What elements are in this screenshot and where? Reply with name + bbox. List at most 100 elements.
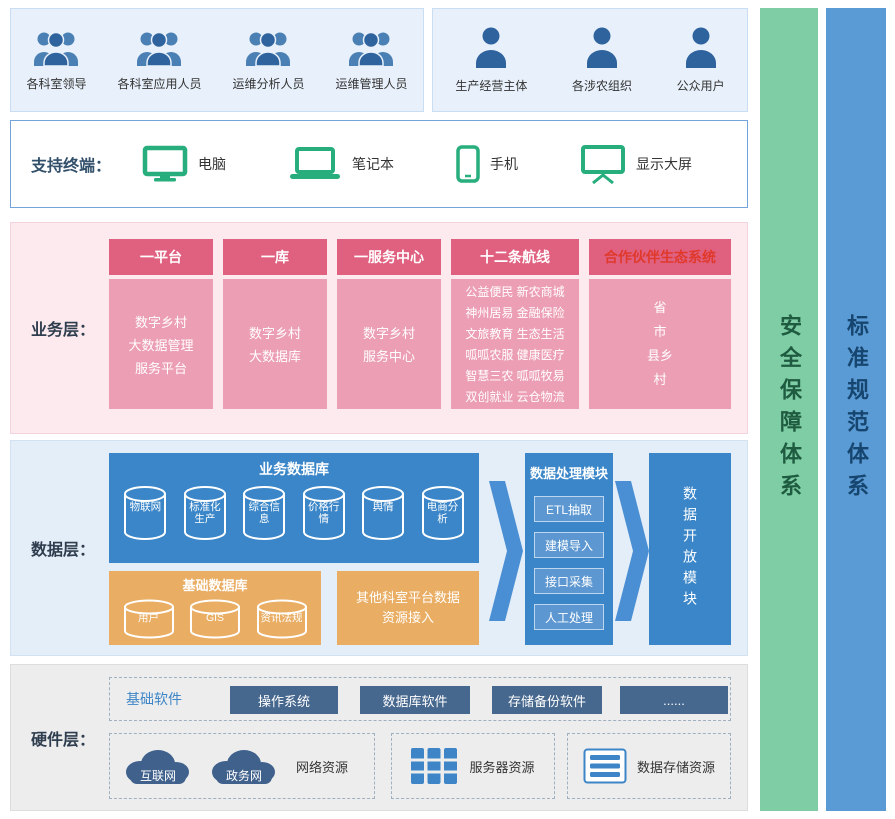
terminal-item: 手机	[456, 145, 518, 183]
cylinder-icon	[190, 599, 240, 639]
column-body: 数字乡村 大数据库	[223, 279, 327, 409]
standards-specification-bar: 标准规范体系	[826, 8, 886, 811]
cloud-internet: 互联网	[118, 743, 198, 789]
cloud-icon	[212, 750, 275, 784]
phone-icon	[456, 145, 480, 183]
cloud-government-network: 政务网	[204, 743, 284, 789]
terminal-label: 笔记本	[351, 156, 394, 172]
column-line: 服务平台	[134, 360, 187, 376]
security-assurance-label: 安全保障体系	[777, 313, 802, 506]
person-icon	[685, 27, 716, 68]
business-layer-panel: 业务层： 一平台 数字乡村 大数据管理 服务平台 一库 数字乡村 大数据库 一服…	[10, 222, 748, 434]
user-group: 运维分析人员	[232, 28, 305, 92]
database-cylinder: 电商分析	[420, 484, 466, 542]
people-group-icon	[137, 31, 182, 66]
data-open-module-label: 数据开放模块	[682, 486, 698, 612]
base-software-title: 基础软件	[126, 691, 182, 707]
processing-step: 接口采集	[534, 568, 604, 594]
business-column-service-center: 一服务中心 数字乡村 服务中心	[337, 239, 441, 409]
people-group-icon	[34, 31, 79, 66]
terminal-item: 笔记本	[288, 146, 394, 182]
user-group-label: 各科室领导	[26, 77, 87, 91]
data-processing-title: 数据处理模块	[529, 466, 608, 481]
terminals-list: 电脑 笔记本 手机 显示大屏	[111, 144, 747, 184]
arrow-right-icon	[489, 481, 523, 621]
hardware-layer-title: 硬件层：	[31, 731, 96, 749]
cylinder-row: 物联网 标准化生产 综合信息 价格行情 舆情	[109, 484, 479, 542]
cloud-label: 互联网	[139, 769, 176, 783]
business-database-title: 业务数据库	[259, 461, 329, 477]
business-layer-title: 业务层：	[31, 322, 96, 339]
storage-resources-group: 数据存储资源	[567, 733, 731, 799]
user-group: 各涉农组织	[572, 26, 632, 94]
column-line: 县乡	[646, 348, 673, 363]
cylinder-icon	[183, 486, 226, 540]
internal-users-panel: 各科室领导 各科室应用人员 运维分析人员 运维管理人员	[10, 8, 424, 112]
cylinder-label: 综合信息	[248, 501, 281, 525]
column-header: 一服务中心	[337, 239, 441, 275]
cylinder-label: 物联网	[129, 501, 162, 513]
network-resources-label: 网络资源	[296, 759, 349, 775]
large-display-icon	[580, 145, 625, 184]
other-data-access-box: 其他科室平台数据资源接入	[337, 571, 479, 645]
column-header: 合作伙伴生态系统	[589, 239, 731, 275]
column-line: 文旅教育 生态生活	[465, 326, 565, 341]
user-group-label: 运维分析人员	[232, 77, 305, 91]
cylinder-icon	[123, 599, 174, 639]
other-data-access-label: 其他科室平台数据资源接入	[355, 590, 460, 625]
user-group: 运维管理人员	[335, 28, 408, 92]
data-open-module: 数据开放模块	[649, 453, 731, 645]
terminal-label: 手机	[489, 156, 518, 172]
terminal-item: 电脑	[142, 145, 226, 183]
user-group-label: 运维管理人员	[335, 77, 408, 91]
desktop-monitor-icon	[142, 145, 188, 182]
user-group-label: 公众用户	[676, 79, 725, 93]
cylinder-icon	[362, 486, 405, 540]
cylinder-label: 电商分析	[426, 501, 459, 525]
software-box: 存储备份软件	[492, 686, 602, 714]
business-column-routes: 十二条航线 公益便民 新农商城 神州居易 金融保险 文旅教育 生态生活 呱呱农服…	[451, 239, 579, 409]
user-group-label: 生产经营主体	[455, 79, 528, 93]
basic-database-box: 基础数据库 用户 GIS 资讯法规	[109, 571, 321, 645]
arrow-right-icon	[615, 481, 649, 621]
processing-step: 建模导入	[534, 532, 604, 558]
cylinder-icon	[124, 486, 167, 540]
column-line: 服务中心	[362, 349, 415, 364]
cylinder-label: GIS	[205, 612, 225, 624]
cylinder-label: 资讯法规	[260, 612, 303, 624]
column-line: 数字乡村	[248, 326, 301, 341]
user-group-label: 各科室应用人员	[117, 77, 202, 91]
column-body: 数字乡村 服务中心	[337, 279, 441, 409]
data-layer-title: 数据层：	[31, 542, 96, 559]
processing-step: 人工处理	[534, 604, 604, 630]
user-group: 公众用户	[677, 26, 725, 94]
processing-step: ETL抽取	[534, 496, 604, 522]
base-software-group: 基础软件 操作系统 数据库软件 存储备份软件 ......	[109, 677, 731, 721]
column-line: 双创就业 云仓物流	[465, 389, 565, 404]
column-line: 数字乡村	[362, 326, 415, 341]
cylinder-label: 用户	[138, 612, 159, 624]
database-cylinder: GIS	[188, 599, 242, 645]
data-layer-panel: 数据层： 业务数据库 物联网 标准化生产 综合信息 价格行情	[10, 440, 748, 656]
column-line: 呱呱农服 健康医疗	[465, 347, 565, 362]
cylinder-icon	[421, 486, 464, 540]
database-cylinder: 物联网	[122, 484, 168, 542]
business-column-database: 一库 数字乡村 大数据库	[223, 239, 327, 409]
column-line: 村	[653, 372, 667, 387]
column-line: 省	[653, 300, 667, 315]
software-box: 数据库软件	[360, 686, 470, 714]
terminal-label: 显示大屏	[635, 156, 692, 172]
database-cylinder: 综合信息	[241, 484, 287, 542]
cylinder-icon	[256, 599, 307, 639]
column-line: 数字乡村	[134, 314, 187, 330]
network-resources-group: 互联网 政务网 网络资源	[109, 733, 375, 799]
laptop-icon	[289, 147, 340, 179]
external-users-panel: 生产经营主体 各涉农组织 公众用户	[432, 8, 748, 112]
terminals-title: 支持终端：	[31, 158, 112, 175]
user-group: 生产经营主体	[455, 26, 527, 94]
database-cylinder: 价格行情	[301, 484, 347, 542]
hardware-layer-panel: 硬件层： 基础软件 操作系统 数据库软件 存储备份软件 ...... 互联网 政…	[10, 664, 748, 811]
security-assurance-bar: 安全保障体系	[760, 8, 818, 811]
data-storage-icon	[583, 748, 627, 784]
